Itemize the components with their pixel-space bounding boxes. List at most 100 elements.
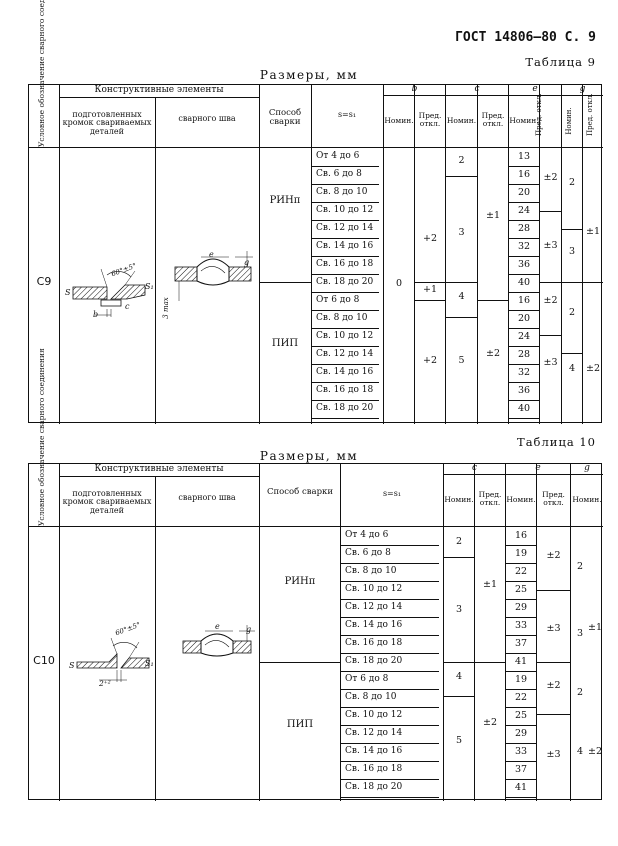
t9-col-designation: Условное обозначение сварного соединения	[37, 0, 46, 147]
t10-g-dev-1: ±1	[587, 622, 602, 633]
t9-e-nom: Номин.	[509, 116, 539, 125]
t9-e-dev-1: ±2	[543, 172, 558, 183]
t9-method-rin: РИНп	[269, 195, 301, 206]
t9-col-method: Способ сварки	[268, 108, 302, 127]
t10-fig-s1: S₁	[145, 659, 154, 668]
t10-e-nom-value: 16	[514, 530, 528, 541]
t10-e-dev: Пред. откл.	[542, 490, 565, 507]
table9: Условное обозначение сварного соединения…	[28, 0, 603, 424]
t9-c-nom-3: 4	[458, 291, 465, 302]
t10-designation: С10	[33, 654, 55, 667]
t9-g-nom-2: 3	[568, 246, 576, 257]
t10-col-method: Способ сварки	[266, 487, 334, 497]
page-header: ГОСТ 14806—80 С. 9	[455, 30, 596, 45]
t10-g-nom: Номин.	[572, 495, 602, 504]
t9-col-constructive: Конструктивные элементы	[94, 85, 224, 95]
t9-g-nom: Номин.	[565, 107, 573, 135]
t10-s-row: От 6 до 8	[345, 674, 389, 684]
t10-fig-s: S	[69, 661, 75, 670]
t10-c-dev: Пред. откл.	[478, 490, 502, 507]
t10-g-nom-3: 2	[576, 687, 584, 698]
t9-col-e: e	[532, 84, 538, 94]
t9-c-dev-2: ±2	[485, 348, 500, 359]
t9-s-row: Св. 8 до 10	[316, 187, 368, 197]
t9-b-nom: Номин.	[384, 116, 414, 125]
table10: Условное обозначение сварного соединения…	[28, 348, 603, 801]
t9-s-row: Св. 8 до 10	[316, 313, 368, 323]
t9-c-nom-4: 5	[458, 355, 465, 366]
t9-e-nom-value: 28	[517, 223, 531, 234]
t10-s-row: Св. 14 до 16	[345, 620, 403, 630]
t10-fig-e: e	[215, 622, 220, 631]
t9-e-dev-3: ±2	[543, 295, 558, 306]
t9-designation: С9	[36, 275, 52, 288]
t9-s-row: Св. 10 до 12	[316, 205, 374, 215]
t9-col-c: c	[474, 84, 480, 94]
t10-e-nom-value: 41	[514, 782, 528, 793]
table10-caption: Размеры, мм	[259, 449, 359, 463]
t10-s-row: Св. 14 до 16	[345, 746, 403, 756]
t9-s-row: Св. 16 до 18	[316, 259, 374, 269]
t9-g-nom-3: 2	[568, 307, 576, 318]
t9-e-nom-value: 32	[517, 367, 531, 378]
t9-s-row: От 4 до 6	[316, 151, 360, 161]
t10-s-row: Св. 10 до 12	[345, 584, 403, 594]
t10-s-row: Св. 16 до 18	[345, 764, 403, 774]
t10-fig-g: g	[246, 625, 252, 634]
t9-b-dev: Пред. откл.	[418, 111, 442, 128]
t9-e-nom-value: 16	[517, 169, 531, 180]
t10-s-row: Св. 8 до 10	[345, 692, 397, 702]
t10-c-nom-2: 3	[455, 604, 463, 615]
t10-col-constructive: Конструктивные элементы	[94, 464, 224, 474]
t10-col-c: c	[471, 463, 478, 473]
t10-e-nom-value: 33	[514, 620, 528, 631]
t10-e-nom-value: 29	[514, 602, 528, 613]
t10-figure-weld	[182, 625, 255, 657]
t9-col-weld: сварного шва	[178, 114, 236, 123]
t9-e-nom-value: 36	[517, 259, 531, 270]
t9-b-nom-value: 0	[395, 278, 403, 289]
t9-figure-weld	[174, 251, 253, 301]
t9-g-dev-1: ±1	[585, 226, 600, 237]
t9-c-dev-1: ±1	[485, 210, 500, 221]
t9-b-dev-1: +2	[422, 233, 437, 244]
t10-c-dev-1: ±1	[482, 579, 497, 590]
t10-e-nom: Номин.	[506, 495, 536, 504]
t10-col-g: g	[584, 463, 590, 473]
t10-s-row: Св. 10 до 12	[345, 710, 403, 720]
t10-s-row: Св. 18 до 20	[345, 656, 403, 666]
t9-s-row: Св. 6 до 8	[316, 169, 362, 179]
t9-s-row: Св. 12 до 14	[316, 349, 374, 359]
t10-g-nom-4: 4	[576, 746, 584, 757]
t10-fig-gap: 2⁺²	[99, 679, 111, 688]
t9-e-nom-value: 28	[517, 349, 531, 360]
t10-s-row: Св. 18 до 20	[345, 782, 403, 792]
t9-s-row: Св. 18 до 20	[316, 403, 374, 413]
t10-e-dev-4: ±3	[546, 749, 561, 760]
t9-fig-s1: S₁	[145, 282, 154, 291]
t10-figure-prepared-edges	[76, 637, 150, 682]
t9-col-g: g	[579, 84, 586, 94]
table9-caption: Размеры, мм	[259, 68, 359, 82]
t9-s-row: Св. 14 до 16	[316, 367, 374, 377]
table10-label: Таблица 10	[517, 435, 596, 449]
t9-g-dev: Пред. откл.	[586, 93, 594, 136]
t10-e-nom-value: 22	[514, 566, 528, 577]
t10-s-row: Св. 6 до 8	[345, 548, 391, 558]
t9-col-b: b	[411, 84, 418, 94]
t9-c-nom-1: 2	[458, 155, 465, 166]
t9-c-nom: Номин.	[446, 116, 477, 125]
t10-e-dev-2: ±3	[546, 623, 561, 634]
t9-e-nom-value: 24	[517, 331, 531, 342]
t10-c-nom-1: 2	[455, 536, 463, 547]
t9-method-pip: ПИП	[271, 338, 299, 349]
t9-c-dev: Пред. откл.	[481, 111, 505, 128]
t10-s-row: Св. 16 до 18	[345, 638, 403, 648]
t9-col-prepared: подготовленных кромок свариваемых детале…	[62, 110, 152, 136]
t10-e-nom-value: 33	[514, 746, 528, 757]
t9-e-dev: Пред. откл.	[535, 93, 543, 136]
t10-c-nom-4: 5	[455, 735, 463, 746]
t9-s-row: От 6 до 8	[316, 295, 360, 305]
t9-s-row: Св. 16 до 18	[316, 385, 374, 395]
t9-e-nom-value: 24	[517, 205, 531, 216]
